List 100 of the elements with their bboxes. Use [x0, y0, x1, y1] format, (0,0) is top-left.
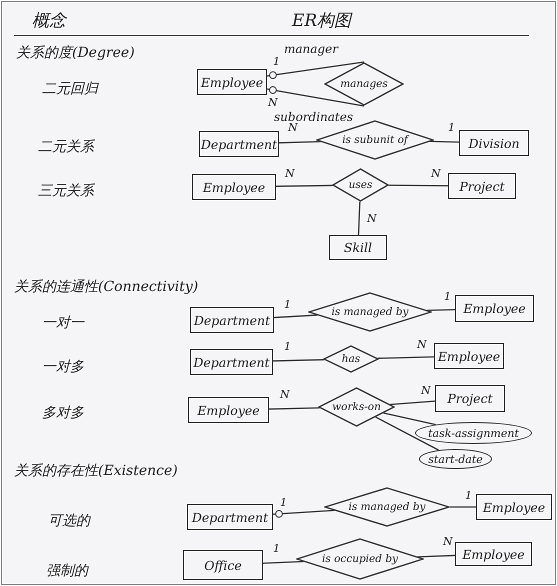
relationship-diamond [323, 345, 379, 373]
cardinality-label: 1 [447, 122, 456, 134]
entity-name: Department [193, 354, 270, 370]
connector-line [383, 412, 436, 426]
cardinality-label: 1 [464, 490, 473, 502]
cardinality-label: N [267, 97, 279, 109]
entity-box [329, 235, 387, 260]
entity-name: Employee [462, 546, 525, 562]
cardinality-label: N [279, 389, 291, 401]
connector-line [375, 416, 439, 451]
row-label: 强制的 [46, 562, 88, 580]
entity-name: Project [459, 178, 505, 194]
cardinality-label: 1 [272, 543, 281, 555]
entity-name: Department [194, 312, 270, 328]
entity-box [455, 542, 532, 566]
row-label: 二元关系 [38, 138, 94, 156]
relationship-diamond [318, 387, 395, 427]
connector-line [427, 308, 456, 312]
entity-name: Employee [438, 348, 500, 364]
row-label: 多对多 [42, 404, 84, 422]
entity-name: Department [192, 510, 268, 524]
cardinality-label: N [442, 536, 454, 548]
column-heading: 概念 [32, 10, 66, 32]
entity-name: Employee [482, 500, 546, 514]
entity-box [197, 69, 267, 95]
connector-line [417, 554, 456, 558]
section-heading: 关系的连通性(Connectivity) [14, 278, 198, 296]
connector-line [388, 184, 448, 186]
cardinality-label: N [287, 122, 299, 134]
connector-line [272, 359, 324, 362]
entity-box [199, 131, 279, 157]
connector-line [430, 140, 460, 143]
connector-line [450, 506, 476, 508]
entity-box [459, 130, 529, 156]
section-heading: 关系的存在性(Existence) [14, 462, 178, 480]
section-heading: 关系的度(Degree) [16, 44, 135, 62]
connector-line [358, 202, 360, 236]
column-heading: ER构图 [292, 10, 352, 32]
relationship-name: is occupied by [322, 553, 398, 565]
entity-box [187, 504, 273, 530]
attribute-name: task-assignment [428, 426, 519, 440]
relationship-name: manages [340, 78, 388, 90]
entity-box [188, 397, 269, 423]
row-label: 二元回归 [42, 80, 98, 98]
cardinality-label: N [284, 168, 296, 180]
relationship-name: works-on [332, 401, 381, 413]
entity-box [190, 349, 273, 375]
connector-line [278, 140, 321, 144]
entity-name: Employee [200, 74, 264, 90]
relationship-name: is subunit of [342, 134, 408, 146]
attribute-ellipse [415, 422, 532, 444]
entity-name: Skill [344, 240, 372, 255]
relationship-name: is managed by [348, 501, 426, 513]
relationship-name: is managed by [332, 306, 408, 318]
relationship-diamond [324, 487, 450, 527]
cardinality-label: 1 [283, 299, 292, 311]
row-label: 可选的 [48, 512, 90, 530]
relationship-diamond [296, 538, 424, 580]
cardinality-label: N [420, 385, 432, 397]
row-label: 三元关系 [38, 182, 94, 200]
connector-line [274, 314, 318, 318]
role-label: manager [284, 42, 338, 56]
entity-name: Employee [202, 180, 266, 194]
connector-line [276, 184, 333, 187]
entity-name: Project [447, 391, 493, 406]
entity-box [434, 343, 504, 369]
entity-name: Employee [463, 301, 526, 316]
role-label: subordinates [274, 110, 354, 124]
entity-box [435, 385, 505, 412]
relationship-name: uses [348, 179, 372, 191]
connector-line [262, 560, 304, 564]
relationship-diamond [308, 292, 432, 332]
entity-name: Division [468, 136, 520, 150]
entity-box [455, 295, 534, 322]
entity-box [190, 307, 274, 333]
entity-box [448, 173, 516, 199]
cardinality-label: 1 [279, 497, 288, 509]
entity-name: Employee [197, 402, 260, 418]
cardinality-label: 1 [283, 341, 292, 353]
relationship-diamond [316, 120, 434, 160]
entity-box [192, 174, 276, 200]
cardinality-label: N [366, 213, 378, 225]
row-label: 一对多 [42, 358, 84, 376]
entity-box [183, 550, 263, 580]
connector-line [390, 400, 436, 406]
relationship-diamond [324, 62, 404, 106]
relationship-diamond [332, 168, 389, 202]
connector-line [266, 86, 364, 107]
connector-line [268, 407, 320, 410]
entity-box [476, 494, 552, 520]
cardinality-label: N [416, 339, 428, 351]
row-label: 一对一 [42, 314, 84, 332]
connector-line [266, 61, 364, 79]
connector-line [378, 356, 434, 359]
relationship-name: has [342, 353, 360, 365]
entity-name: Office [204, 558, 242, 572]
connector-line [272, 510, 335, 518]
cardinality-label: N [430, 168, 442, 180]
cardinality-label: 1 [272, 56, 281, 68]
entity-name: Department [200, 136, 278, 152]
